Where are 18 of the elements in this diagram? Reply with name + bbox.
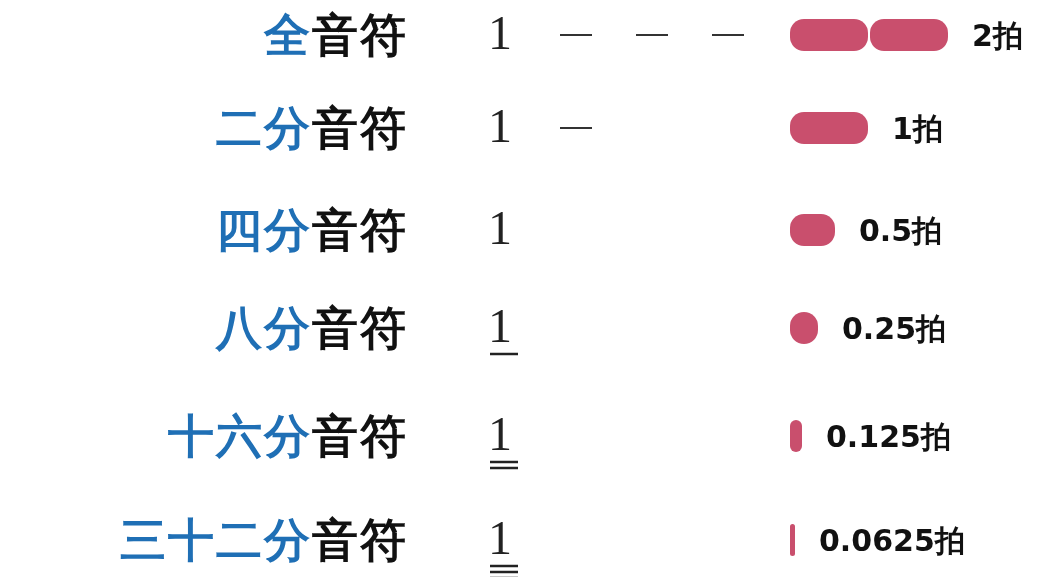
beat-value: 2拍 xyxy=(972,17,1023,55)
beat-value: 0.5拍 xyxy=(859,212,943,250)
numbered-notation-digit: 1 xyxy=(488,102,512,150)
note-name: 四分音符 xyxy=(216,202,408,259)
beat-value: 0.0625拍 xyxy=(819,522,965,560)
numbered-notation-digit: 1 xyxy=(488,302,512,350)
numbered-notation-digit: 1 xyxy=(488,514,512,562)
numbered-notation-digit: 1 xyxy=(488,204,512,252)
beat-value: 1拍 xyxy=(892,110,943,148)
beat-value: 0.125拍 xyxy=(826,418,951,456)
beat-value: 0.25拍 xyxy=(842,310,947,348)
note-name: 三十二分音符 xyxy=(120,512,408,569)
numbered-notation-digit: 1 xyxy=(488,410,512,458)
note-name: 十六分音符 xyxy=(168,408,408,465)
note-name: 全音符 xyxy=(264,7,408,64)
note-name: 二分音符 xyxy=(216,100,408,157)
numbered-notation-digit: 1 xyxy=(488,9,512,57)
note-name: 八分音符 xyxy=(216,300,408,357)
